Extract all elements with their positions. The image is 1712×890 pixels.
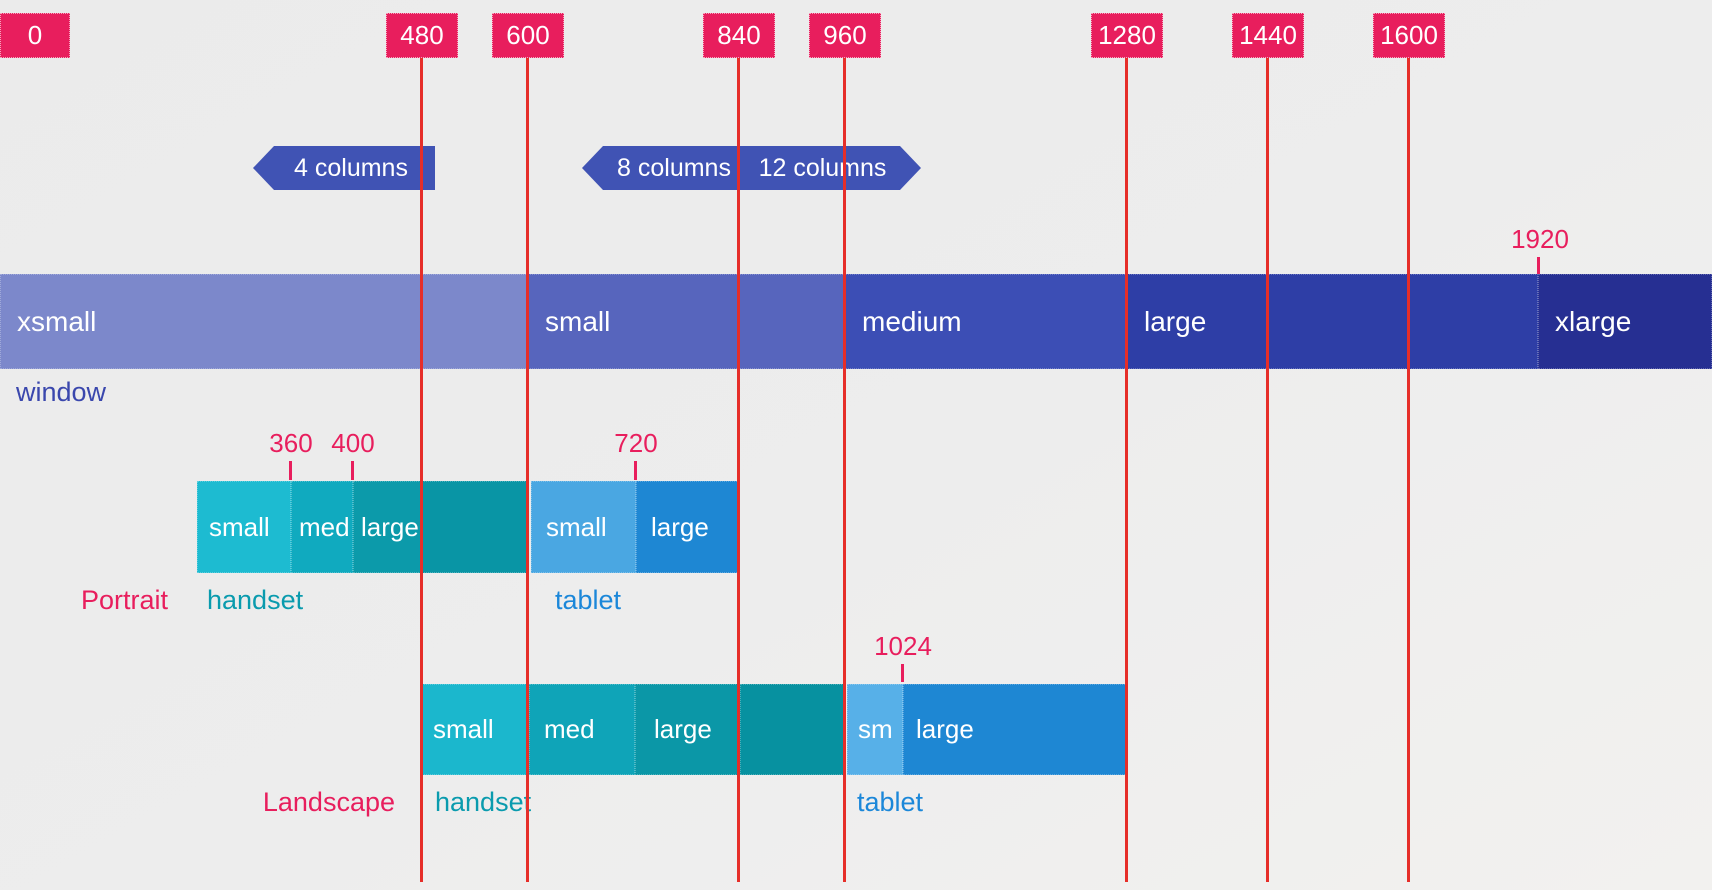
annotation-1920: 1920 — [1511, 224, 1569, 254]
breakpoint-badge-960: 960 — [809, 13, 881, 58]
annotation-360: 360 — [269, 428, 313, 458]
breakpoint-badge-1600: 1600 — [1373, 13, 1445, 58]
window-segment-small: small — [528, 274, 845, 369]
portrait-tablet-small: small — [531, 481, 636, 573]
columns-4-chevron: 4 columns — [253, 146, 435, 190]
portrait-handset-med: med — [291, 481, 353, 573]
landscape-handset-small: small — [421, 684, 529, 775]
rule-1600 — [1407, 56, 1410, 882]
rule-1280 — [1125, 56, 1128, 882]
annotation-720-tick — [634, 461, 637, 480]
breakpoint-badge-1440: 1440 — [1232, 13, 1304, 58]
landscape-tablet-sm: sm — [847, 684, 903, 775]
window-caption: window — [16, 377, 107, 407]
columns-12-chevron: 12 columns — [738, 146, 921, 190]
breakpoint-badge-480: 480 — [386, 13, 458, 58]
columns-8-chevron: 8 columns — [582, 146, 752, 190]
portrait-tablet-large: large — [636, 481, 739, 573]
rule-480 — [420, 56, 423, 882]
portrait-handset-large: large — [353, 481, 421, 573]
portrait-handset-extension — [421, 481, 529, 573]
annotation-1920-tick — [1537, 257, 1540, 274]
annotation-400: 400 — [331, 428, 375, 458]
landscape-caption: Landscape — [262, 787, 395, 817]
portrait-caption: Portrait — [80, 585, 168, 615]
landscape-tablet-bar: sm large — [847, 684, 1127, 775]
annotation-360-tick — [289, 461, 292, 480]
breakpoint-badge-1280: 1280 — [1091, 13, 1163, 58]
window-segment-large: large — [1127, 274, 1538, 369]
window-bar: xsmall small medium large xlarge — [0, 274, 1712, 369]
portrait-handset-bar: small med large — [197, 481, 529, 573]
portrait-tablet-caption: tablet — [555, 585, 622, 615]
landscape-handset-caption: handset — [435, 787, 532, 817]
rule-960 — [843, 56, 846, 882]
window-segment-xlarge: xlarge — [1538, 274, 1712, 369]
rule-1440 — [1266, 56, 1269, 882]
landscape-handset-extension — [740, 684, 846, 775]
window-segment-medium: medium — [845, 274, 1127, 369]
breakpoint-badge-600: 600 — [492, 13, 564, 58]
annotation-1024-tick — [901, 664, 904, 682]
portrait-tablet-bar: small large — [531, 481, 739, 573]
annotation-400-tick — [351, 461, 354, 480]
window-segment-xsmall: xsmall — [0, 274, 528, 369]
annotation-720: 720 — [614, 428, 658, 458]
rule-600 — [526, 56, 529, 882]
landscape-handset-med: med — [529, 684, 635, 775]
landscape-handset-bar: small med large — [421, 684, 846, 775]
breakpoint-badge-840: 840 — [703, 13, 775, 58]
breakpoint-badge-0: 0 — [0, 13, 70, 58]
landscape-tablet-large: large — [903, 684, 1127, 775]
portrait-handset-caption: handset — [207, 585, 304, 615]
landscape-tablet-caption: tablet — [857, 787, 924, 817]
portrait-handset-small: small — [197, 481, 291, 573]
landscape-handset-large: large — [635, 684, 740, 775]
annotation-1024: 1024 — [874, 631, 932, 661]
rule-840 — [737, 56, 740, 882]
